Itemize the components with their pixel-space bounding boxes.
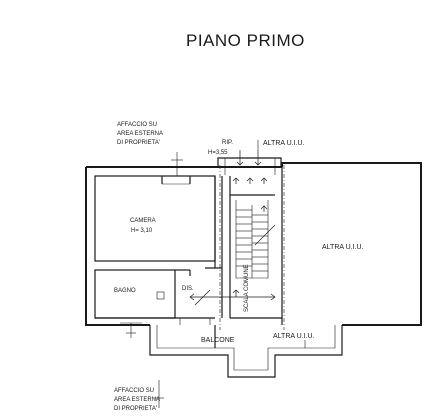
affaccio-top-line1: AFFACCIO SU [117, 122, 157, 128]
arrows [189, 150, 276, 306]
balcone-inner [156, 325, 336, 371]
affaccio-top-line3: DI PROPRIETA' [117, 140, 160, 146]
affaccio-top-line2: AREA ESTERNA [117, 131, 163, 137]
balcone-outline [149, 325, 343, 378]
stair-top-block [217, 157, 282, 167]
stair-treads [236, 209, 268, 272]
rip-height-label: H=3,55 [208, 150, 228, 156]
outline-left [85, 167, 150, 326]
balcone-label: BALCONE [201, 337, 235, 344]
outline-right [281, 162, 422, 326]
affaccio-bottom-line3: DI PROPRIETA' [114, 406, 157, 412]
altra-uiu-right-label: ALTRA U.I.U. [322, 244, 364, 251]
scala-comune-label: SCALA COMUNE [244, 264, 250, 312]
camera-label: CAMERA [130, 218, 156, 224]
bagno-room [94, 269, 176, 319]
dis-label: DIS. [182, 286, 194, 292]
bagno-label: BAGNO [114, 288, 136, 294]
altra-uiu-top-label: ALTRA U.I.U. [263, 140, 305, 147]
plan-title: PIANO PRIMO [186, 31, 305, 50]
affaccio-bottom-line2: AREA ESTERNA [114, 397, 160, 403]
altra-uiu-bottom-label: ALTRA U.I.U. [273, 333, 315, 340]
affaccio-bottom-line1: AFFACCIO SU [114, 388, 154, 394]
rip-label: RIP. [222, 140, 233, 146]
camera-height-label: H= 3,10 [131, 228, 153, 234]
